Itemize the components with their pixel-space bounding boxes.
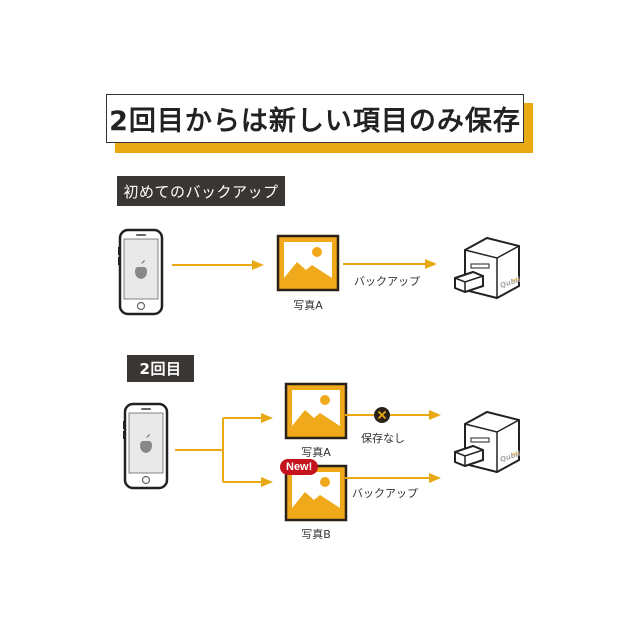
apple-logo-icon: [135, 260, 147, 279]
photo-icon: [284, 464, 348, 522]
arrow-photo-a-skipped: [345, 407, 441, 423]
iphone-icon: [123, 402, 169, 490]
arrow-phone-to-photo: [172, 260, 264, 270]
photo-icon: [284, 382, 348, 440]
photo-icon: [276, 234, 340, 292]
branch-arrow: [175, 413, 273, 487]
x-circle-icon: [374, 407, 390, 423]
arrow-photo-to-device: [343, 259, 437, 269]
svg-text:Pro: Pro: [512, 276, 520, 283]
section-label-first-backup: 初めてのバックアップ: [117, 176, 285, 206]
arrow-photo-b-to-device: [345, 473, 441, 483]
no-save-label: 保存なし: [361, 432, 405, 445]
photo-a-caption: 写真A: [293, 299, 323, 312]
qubii-device-icon: Qubii Pro: [454, 410, 522, 474]
photo-a-caption: 写真A: [301, 446, 331, 459]
new-badge: New!: [280, 459, 319, 475]
page-title: 2回目からは新しい項目のみ保存: [106, 94, 524, 143]
apple-logo-icon: [140, 434, 152, 453]
svg-text:Pro: Pro: [512, 450, 520, 457]
qubii-device-icon: Qubii Pro: [454, 236, 522, 300]
photo-b-caption: 写真B: [301, 528, 331, 541]
backup-label: バックアップ: [354, 275, 420, 288]
backup-label: バックアップ: [352, 487, 418, 500]
section-label-second-time: 2回目: [127, 355, 194, 382]
iphone-icon: [118, 228, 164, 316]
